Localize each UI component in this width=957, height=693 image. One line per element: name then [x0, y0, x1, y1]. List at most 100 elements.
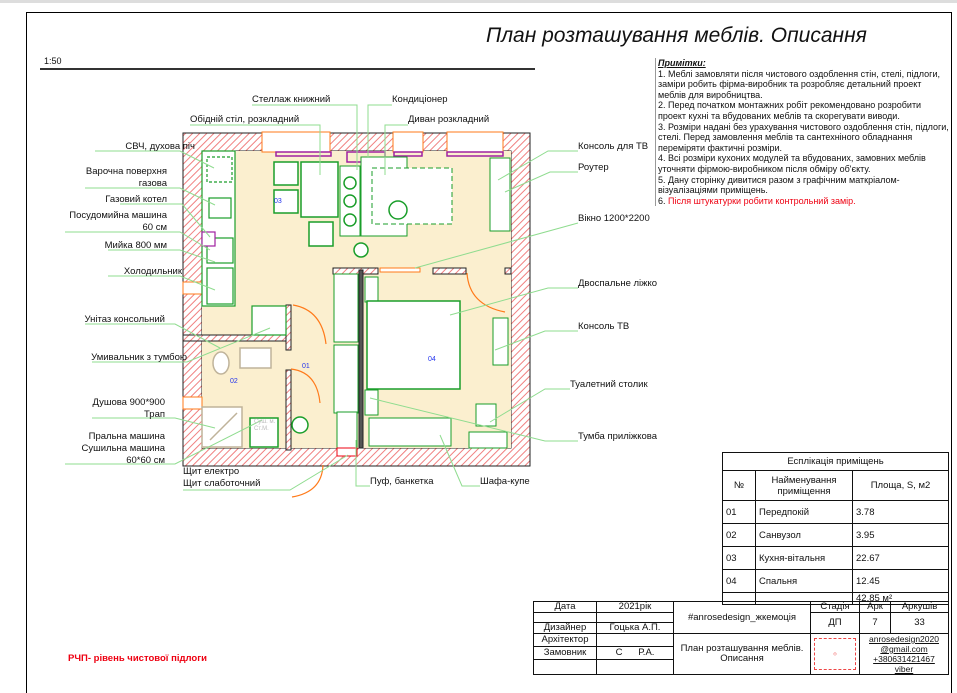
bathroom-fixtures	[201, 347, 279, 448]
note-item: 5. Дану сторінку дивитися разом з графіч…	[658, 174, 900, 196]
scale-label: 1:50	[44, 56, 62, 66]
designer-value: Гоцька А.П.	[596, 622, 674, 634]
label-wardrobe: Шафа-купе	[480, 476, 530, 487]
sheet-label: Арк	[858, 601, 892, 613]
note-item: 3. Розміри надані без урахування чистово…	[658, 121, 949, 153]
room-number-03: 03	[274, 198, 282, 205]
date-label: Дата	[533, 601, 597, 613]
cell: 12.45	[852, 569, 949, 593]
contact-info: anrosedesign2020 @gmail.com +38063142146…	[859, 633, 949, 675]
gas-boiler	[201, 231, 216, 247]
contact-email-domain[interactable]: @gmail.com	[880, 644, 928, 654]
sheet-title: План розташування меблів. Описання	[673, 633, 811, 675]
label-sofa-bed: Диван розкладний	[408, 114, 490, 125]
label-gas-boiler: Газовий котел	[105, 194, 167, 205]
doors	[290, 272, 506, 498]
washer-dryer-mark: Суш. м.Ст.М.	[254, 419, 275, 433]
label-bookshelf: Стеллаж книжний	[252, 94, 331, 105]
scale-underline	[40, 68, 535, 70]
bedroom-furniture	[291, 273, 509, 449]
hashtag: #anrosedesign_жкемоція	[673, 601, 811, 634]
interior-walls	[182, 267, 512, 451]
stage-value: ДП	[810, 612, 860, 634]
col-number: №	[722, 470, 756, 501]
room-explication-table: Есплікація приміщень № Найменування прим…	[722, 452, 949, 605]
note-warning: Після штукатурки робити контрольний замі…	[668, 195, 856, 206]
sheets-label: Аркушів	[890, 601, 949, 613]
cell: 04	[722, 569, 756, 593]
cell: Передпокій	[755, 500, 853, 524]
label-toilet: Унітаз консольний	[84, 314, 165, 325]
note-item-6: 6. Після штукатурки робити контрольний з…	[658, 196, 951, 207]
label-washer-dryer: Пральна машина Сушильна машина 60*60 см	[81, 431, 165, 466]
note-item: 2. Перед початком монтажних робіт рекоме…	[658, 100, 922, 121]
page-title: План розташування меблів. Описання	[486, 24, 867, 47]
customer-label: Замовник	[533, 645, 597, 660]
top-strip	[0, 0, 957, 3]
leader-lines	[65, 104, 579, 491]
label-dressing-table: Туалетний столик	[570, 379, 648, 390]
windows	[261, 131, 504, 153]
sheets-value: 33	[890, 612, 949, 634]
label-dining-table: Обідній стіл, розкладний	[190, 114, 300, 125]
kitchen-furniture	[201, 150, 287, 336]
label-shower: Душова 900*900 Трап	[92, 397, 165, 420]
label-sink: Мийка 800 мм	[104, 240, 167, 251]
contact-email[interactable]: anrosedesign2020	[869, 634, 939, 644]
cell: Спальня	[755, 569, 853, 593]
footnote: РЧП- рівень чистової підлоги	[68, 653, 208, 664]
sheet-value: 7	[858, 612, 892, 634]
label-fridge: Холодильник	[123, 266, 182, 277]
note-item: 1. Меблі замовляти після чистового оздоб…	[658, 68, 940, 100]
label-tv-console-bedroom: Консоль ТВ	[578, 321, 630, 332]
architect-label: Архітектор	[533, 633, 597, 647]
label-pouf: Пуф, банкетка	[370, 476, 434, 487]
notes-heading: Примітки:	[658, 58, 706, 68]
label-gas-hob: Варочна поверхня газова	[85, 166, 167, 189]
cell: 01	[722, 500, 756, 524]
label-window: Вікно 1200*2200	[578, 213, 650, 224]
title-block: Дата 2021рік #anrosedesign_жкемоція Стад…	[533, 601, 949, 676]
stage-label: Стадія	[810, 601, 860, 613]
customer-value: С Р.А.	[596, 645, 674, 660]
col-area: Площа, S, м2	[852, 470, 949, 501]
cell: 03	[722, 546, 756, 570]
electrical-panel	[336, 447, 358, 457]
cell: 02	[722, 523, 756, 547]
note-number: 6.	[658, 195, 669, 206]
designer-label: Дизайнер	[533, 622, 597, 634]
label-dishwasher: Посудомийна машина 60 см	[69, 210, 167, 233]
label-washbasin: Умивальник з тумбою	[91, 352, 187, 363]
label-tv-console: Консоль для ТВ	[578, 141, 649, 152]
cell: 22.67	[852, 546, 949, 570]
logo-mark: ◎	[814, 638, 856, 670]
washer-mark: Ст.М.	[254, 426, 269, 432]
drawing-sheet-frame	[26, 12, 952, 693]
cell: Кухня-вітальня	[755, 546, 853, 570]
label-router: Роутер	[578, 162, 609, 173]
room-number-04: 04	[428, 356, 436, 363]
cell: 3.78	[852, 500, 949, 524]
cell: 3.95	[852, 523, 949, 547]
explication-title: Есплікація приміщень	[722, 452, 949, 471]
date-value: 2021рік	[596, 601, 674, 613]
contact-phone[interactable]: +380631421467 viber	[873, 654, 935, 674]
logo: ◎	[810, 633, 860, 675]
living-furniture	[273, 156, 511, 258]
label-nightstand: Тумба приліжкова	[578, 431, 657, 442]
room-number-02: 02	[230, 378, 238, 385]
label-air-conditioner: Кондиціонер	[392, 94, 448, 105]
cell: Санвузол	[755, 523, 853, 547]
label-microwave-oven: СВЧ, духова піч	[125, 141, 195, 152]
label-electrical-panels: Щит електро Щит слаботочний	[183, 466, 261, 489]
label-double-bed: Двоспальне ліжко	[578, 278, 658, 289]
notes-block: Примітки: 1. Меблі замовляти після чисто…	[655, 58, 951, 207]
floor-plan	[65, 104, 579, 498]
note-item: 4. Всі розміри кухоних модулей та вбудов…	[658, 153, 926, 174]
room-number-01: 01	[302, 363, 310, 370]
dryer-mark: Суш. м.	[254, 419, 276, 425]
